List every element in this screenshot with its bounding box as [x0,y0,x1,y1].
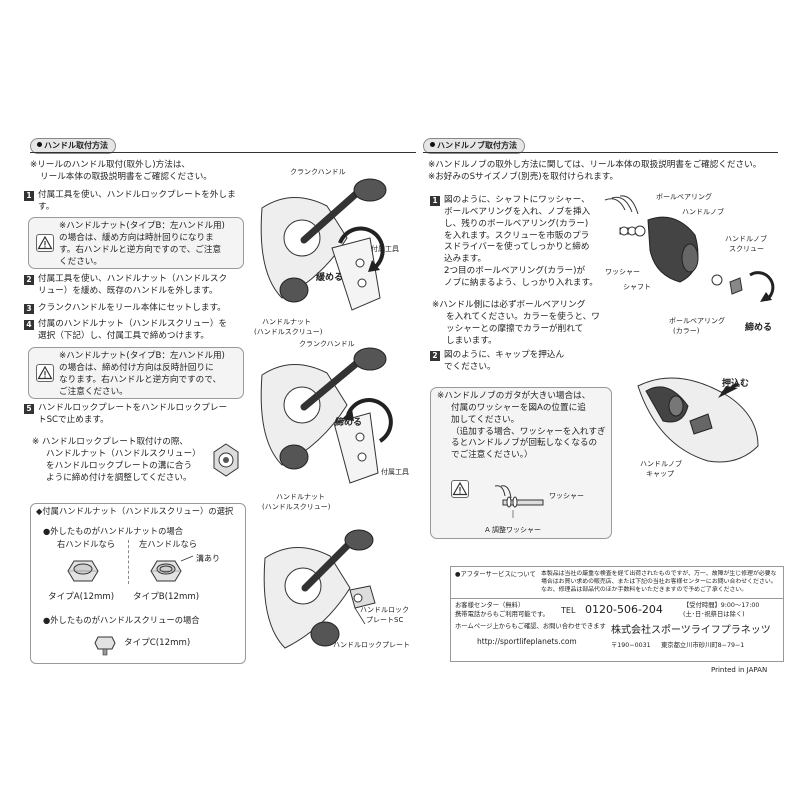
left-step-4: 4 付属のハンドルナット（ハンドルスクリュー）を選択（下記）し、付属工具で締めつ… [24,319,249,347]
label-push: 押込む [722,379,750,389]
after-service-text: 本製品は当社の厳重な検査を経て出荷されたものですが、万一、故障が生じ修理が必要な… [541,571,777,593]
label-collar: ボールベアリング(カラー) [669,317,725,335]
left-intro: ※リールのハンドル取付(取外し)方法は、 リール本体の取扱説明書をご確認ください… [30,160,212,182]
reel-figure-loosen [260,178,387,311]
tel-number: 0120-506-204 [585,603,663,616]
label-knob: ハンドルノブ [682,208,724,216]
reel-figure-tighten [260,347,393,484]
right-step-1: 1 図のように、シャフトにワッシャー、ボールベアリングを入れ、ノブを挿入 し、残… [430,195,600,310]
lockplate-note: ※ ハンドルロックプレート取付けの際、 ハンドルナット（ハンドルスクリュー） を… [32,437,201,483]
groove-label: 溝あり [196,554,220,563]
right-intro: ※ハンドルノブの取外し方法に関しては、リール本体の取扱説明書をご確認ください。 … [428,160,762,182]
right-section-title: ハンドルノブ取付方法 [423,138,525,154]
label-tool-1: 付属工具 [371,245,399,253]
left-section-rule [30,152,416,153]
label-washer: ワッシャー [605,268,640,276]
cap-figure [637,377,759,463]
nut-selection-title: ◆付属ハンドルナット（ハンドルスクリュー）の選択 [36,506,234,516]
service-hours: 【受付時間】9:00〜17:00 (土･日･祝祭日は除く) [683,602,760,618]
right-step-2: 2 図のように、キャップを押込んでください。 [430,350,600,378]
selection-divider [128,540,129,584]
type-c-label: タイプC(12mm) [124,638,191,648]
label-nut-2: ハンドルナット(ハンドルスクリュー) [262,493,331,511]
lockplate-groove-figure [213,443,239,477]
nut-type-a-icon [67,560,99,582]
screw-type-c-icon [94,636,116,656]
label-ball-bearing: ボールベアリング [656,193,712,201]
warning-icon [36,234,54,252]
label-cap: ハンドルノブキャップ [640,460,682,478]
right-section-rule [423,152,778,153]
screw-case-label: ●外したものがハンドルスクリューの場合 [43,615,200,625]
warning-box-loosen: ※ハンドルナット(タイプB：左ハンドル用)の場合は、緩め方向は時計回りになります… [28,217,244,269]
warning-icon [451,480,469,498]
printed-in-japan: Printed in JAPAN [711,666,768,674]
warning-icon [36,364,54,382]
nut-selection-box [30,503,246,664]
left-section-title: ハンドル取付方法 [30,138,116,154]
left-step-5: 5 ハンドルロックプレートをハンドルロックプレートSCで止めます。 [24,403,249,431]
label-a-washer: A 調整ワッシャー [485,526,542,534]
knob-warning-box: ※ハンドルノブのガタが大きい場合は、 付属のワッシャーを図Aの位置に追 加してく… [430,387,612,539]
left-step-3: 3 クランクハンドルをリール本体にセットします。 [24,303,249,317]
label-tool-2: 付属工具 [381,468,409,476]
label-loosen: 緩める [316,273,344,283]
left-step-2: 2 付属工具を使い、ハンドルナット（ハンドルスクリュー）を緩め、既存のハンドルを… [24,274,249,302]
nut-case-label: ●外したものがハンドルナットの場合 [43,526,183,536]
type-a-label: タイプA(12mm) [48,592,115,602]
label-tighten-knob: 締める [745,323,773,333]
label-crank-handle-1: クランクハンドル [290,168,346,176]
label-lockplate-sc: ハンドルロックプレートSC [360,606,409,624]
after-service-title: ●アフターサービスについて [455,571,536,578]
customer-center: お客様センター（無料） 携帯電話からもご利用可能です。 [455,602,549,618]
zip-code: 〒190−0031 [611,642,651,649]
label-crank-handle-2: クランクハンドル [299,340,355,348]
tel-label: TEL [561,606,576,615]
right-handle-label: 右ハンドルなら [57,539,116,549]
reel-figure-lockplate [263,529,376,649]
after-service-box: ●アフターサービスについて 本製品は当社の厳重な検査を経て出荷されたものですが、… [450,566,784,662]
homepage-note: ホームページ上からもご確認、お問い合わせできます [455,623,606,630]
warning-box-tighten: ※ハンドルナット(タイプB：左ハンドル用)の場合は、締め付け方向は反時計回りにな… [28,347,244,399]
company-address: 東京都立川市砂川町8−79−1 [661,642,745,649]
website-url[interactable]: http://sportlifeplanets.com [477,637,577,646]
knob-assembly-figure [604,195,775,302]
type-b-label: タイプB(12mm) [133,592,200,602]
label-knob-screw: ハンドルノブスクリュー [725,235,767,253]
left-handle-label: 左ハンドルなら [139,539,198,549]
washer-position-figure [494,485,544,518]
label-shaft: シャフト [623,283,651,291]
nut-type-b-icon [150,555,194,582]
label-washer-2: ワッシャー [549,492,584,500]
company-name: 株式会社スポーツライフプラネッツ [611,625,771,636]
label-nut-1: ハンドルナット(ハンドルスクリュー) [254,318,323,336]
label-lockplate: ハンドルロックプレート [333,641,410,649]
bearing-note: ※ハンドル側には必ずボールベアリング を入れてください。カラーを使うと、ワ ッシ… [432,300,600,346]
left-step-1: 1 付属工具を使い、ハンドルロックプレートを外します。 [24,190,249,218]
label-tighten: 締める [335,418,363,428]
